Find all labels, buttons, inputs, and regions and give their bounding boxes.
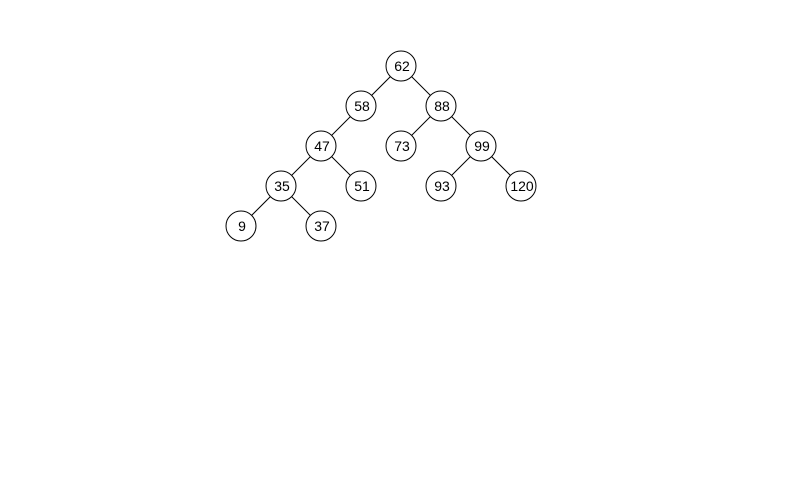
node-label: 35 — [274, 178, 290, 194]
tree-node-51: 51 — [345, 170, 377, 202]
node-circle — [385, 130, 417, 162]
nodes-layer: 62 58 88 47 73 99 35 51 93 120 9 37 — [225, 50, 537, 242]
node-circle — [305, 210, 337, 242]
node-circle — [225, 210, 257, 242]
node-circle — [425, 170, 457, 202]
tree-node-99: 99 — [465, 130, 497, 162]
node-label: 58 — [354, 98, 370, 114]
tree-node-93: 93 — [425, 170, 457, 202]
node-label: 37 — [314, 218, 330, 234]
node-circle — [425, 90, 457, 122]
tree-node-120: 120 — [505, 170, 537, 202]
tree-node-73: 73 — [385, 130, 417, 162]
node-circle — [345, 90, 377, 122]
tree-node-9: 9 — [225, 210, 257, 242]
node-label: 47 — [314, 138, 330, 154]
tree-node-62: 62 — [385, 50, 417, 82]
node-label: 88 — [434, 98, 450, 114]
node-label: 73 — [394, 138, 410, 154]
node-circle — [465, 130, 497, 162]
node-label: 93 — [434, 178, 450, 194]
node-circle — [265, 170, 297, 202]
node-circle — [345, 170, 377, 202]
node-label: 9 — [238, 218, 246, 234]
node-circle — [305, 130, 337, 162]
tree-node-35: 35 — [265, 170, 297, 202]
node-label: 99 — [474, 138, 490, 154]
tree-node-88: 88 — [425, 90, 457, 122]
node-label: 120 — [510, 178, 534, 194]
node-circle — [385, 50, 417, 82]
tree-node-58: 58 — [345, 90, 377, 122]
node-label: 62 — [394, 58, 410, 74]
tree-node-37: 37 — [305, 210, 337, 242]
tree-node-47: 47 — [305, 130, 337, 162]
node-label: 51 — [354, 178, 370, 194]
node-circle — [505, 170, 537, 202]
